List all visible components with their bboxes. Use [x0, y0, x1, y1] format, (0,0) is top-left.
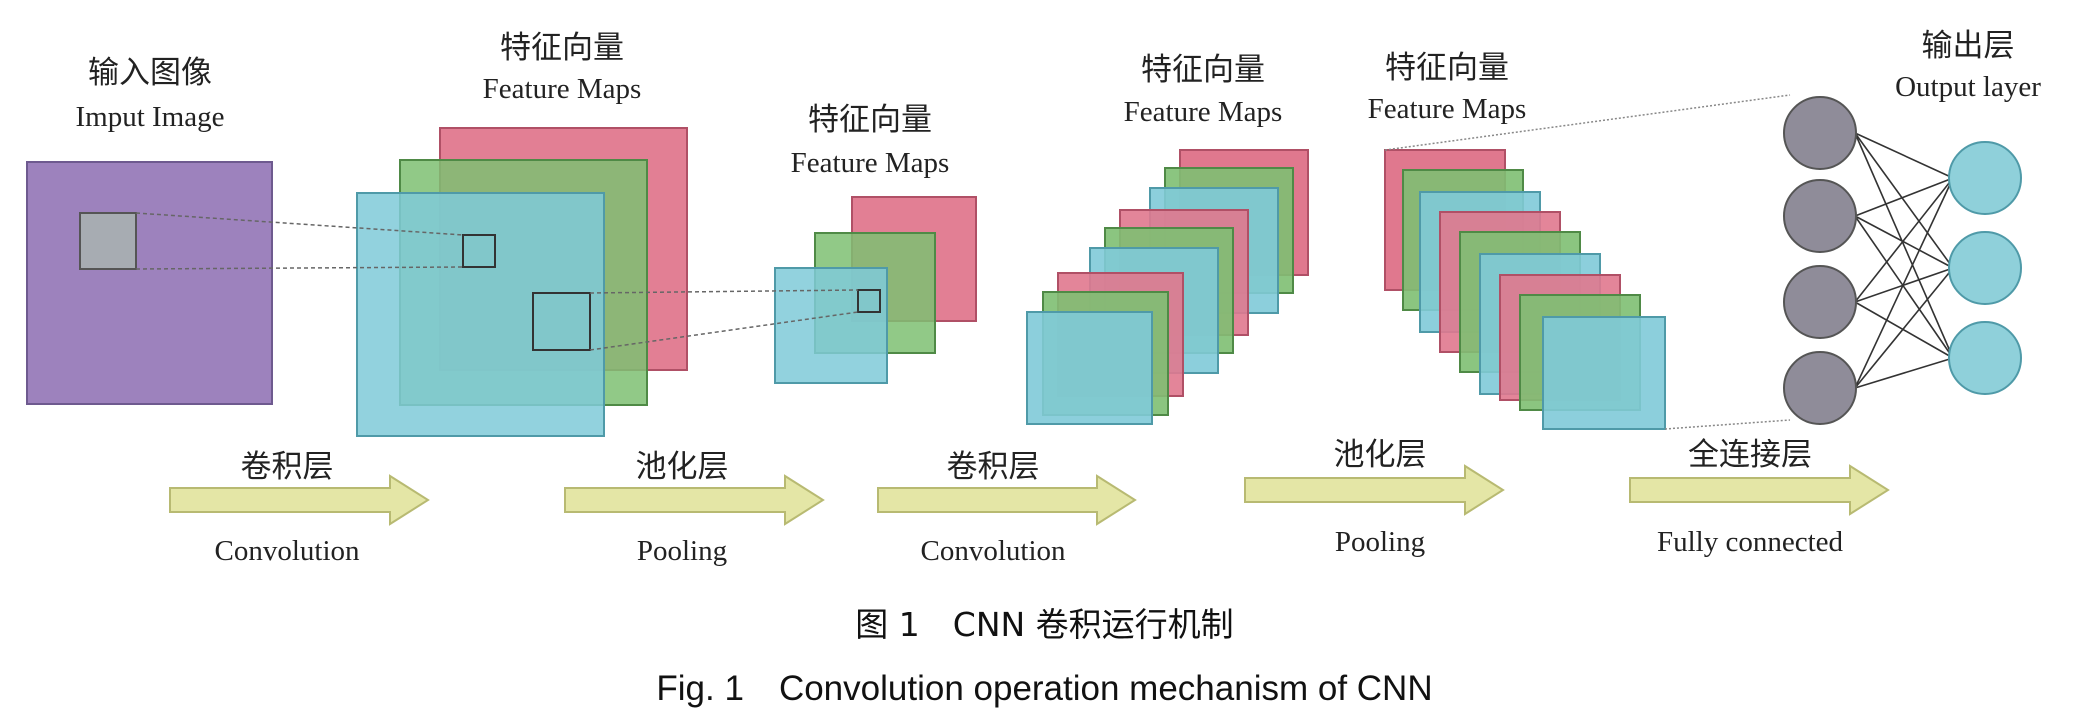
feature-map-1-cyan: [356, 192, 605, 437]
feature-map-1-patch-small: [462, 234, 496, 268]
input-label-zh: 输入图像: [88, 55, 212, 91]
feature-maps-2-label-zh: 特征向量: [808, 102, 932, 138]
projection-line: [1384, 94, 1791, 151]
input-image: [26, 161, 273, 405]
step-label-zh: 全连接层: [1688, 437, 1812, 473]
step-arrow: [1244, 464, 1505, 516]
projection-line: [1664, 419, 1791, 430]
step-label-en: Fully connected: [1657, 526, 1844, 558]
feature-map-stack-3: [1026, 149, 1309, 425]
step-label-zh: 池化层: [1334, 437, 1427, 473]
figure-caption-en: Fig. 1 Convolution operation mechanism o…: [656, 669, 1433, 708]
output-node: [1948, 141, 2022, 215]
feature-maps-3-label-zh: 特征向量: [1141, 52, 1265, 88]
step-label-zh: 卷积层: [241, 449, 334, 485]
feature-maps-1-label-en: Feature Maps: [483, 73, 642, 105]
feature-maps-4-label-zh: 特征向量: [1385, 50, 1509, 86]
feature-maps-1-label-zh: 特征向量: [500, 30, 624, 66]
step-arrow: [564, 474, 825, 526]
feature-map-stack-4: [1384, 149, 1666, 430]
feature-maps-3-label-en: Feature Maps: [1124, 96, 1283, 128]
receptive-line: [589, 311, 859, 351]
fc-edges: [1854, 132, 1954, 389]
input-patch: [79, 212, 137, 270]
receptive-line: [135, 266, 464, 270]
receptive-line: [589, 289, 859, 294]
output-node: [1948, 321, 2022, 395]
step-label-en: Pooling: [1335, 526, 1425, 558]
output-label-zh: 输出层: [1922, 28, 2015, 64]
input-label-en: Imput Image: [76, 101, 225, 133]
hidden-node: [1783, 96, 1857, 170]
hidden-node: [1783, 351, 1857, 425]
feature-maps-4-label-en: Feature Maps: [1368, 93, 1527, 125]
step-label-zh: 卷积层: [947, 449, 1040, 485]
feature-map-2-cyan: [774, 267, 888, 384]
output-label-en: Output layer: [1895, 71, 2041, 103]
feature-maps-2-label-en: Feature Maps: [791, 147, 950, 179]
hidden-node: [1783, 179, 1857, 253]
step-arrow: [169, 474, 430, 526]
step-label-zh: 池化层: [636, 449, 729, 485]
hidden-node: [1783, 265, 1857, 339]
feature-map-2-patch: [857, 289, 881, 313]
output-node: [1948, 231, 2022, 305]
step-arrow: [877, 474, 1137, 526]
step-arrow: [1629, 464, 1890, 516]
figure-caption-zh: 图 1 CNN 卷积运行机制: [855, 605, 1234, 644]
step-label-en: Convolution: [920, 535, 1066, 567]
feature-map-1-patch-large: [532, 292, 591, 351]
step-label-en: Pooling: [637, 535, 727, 567]
receptive-line: [135, 212, 464, 236]
step-label-en: Convolution: [214, 535, 360, 567]
